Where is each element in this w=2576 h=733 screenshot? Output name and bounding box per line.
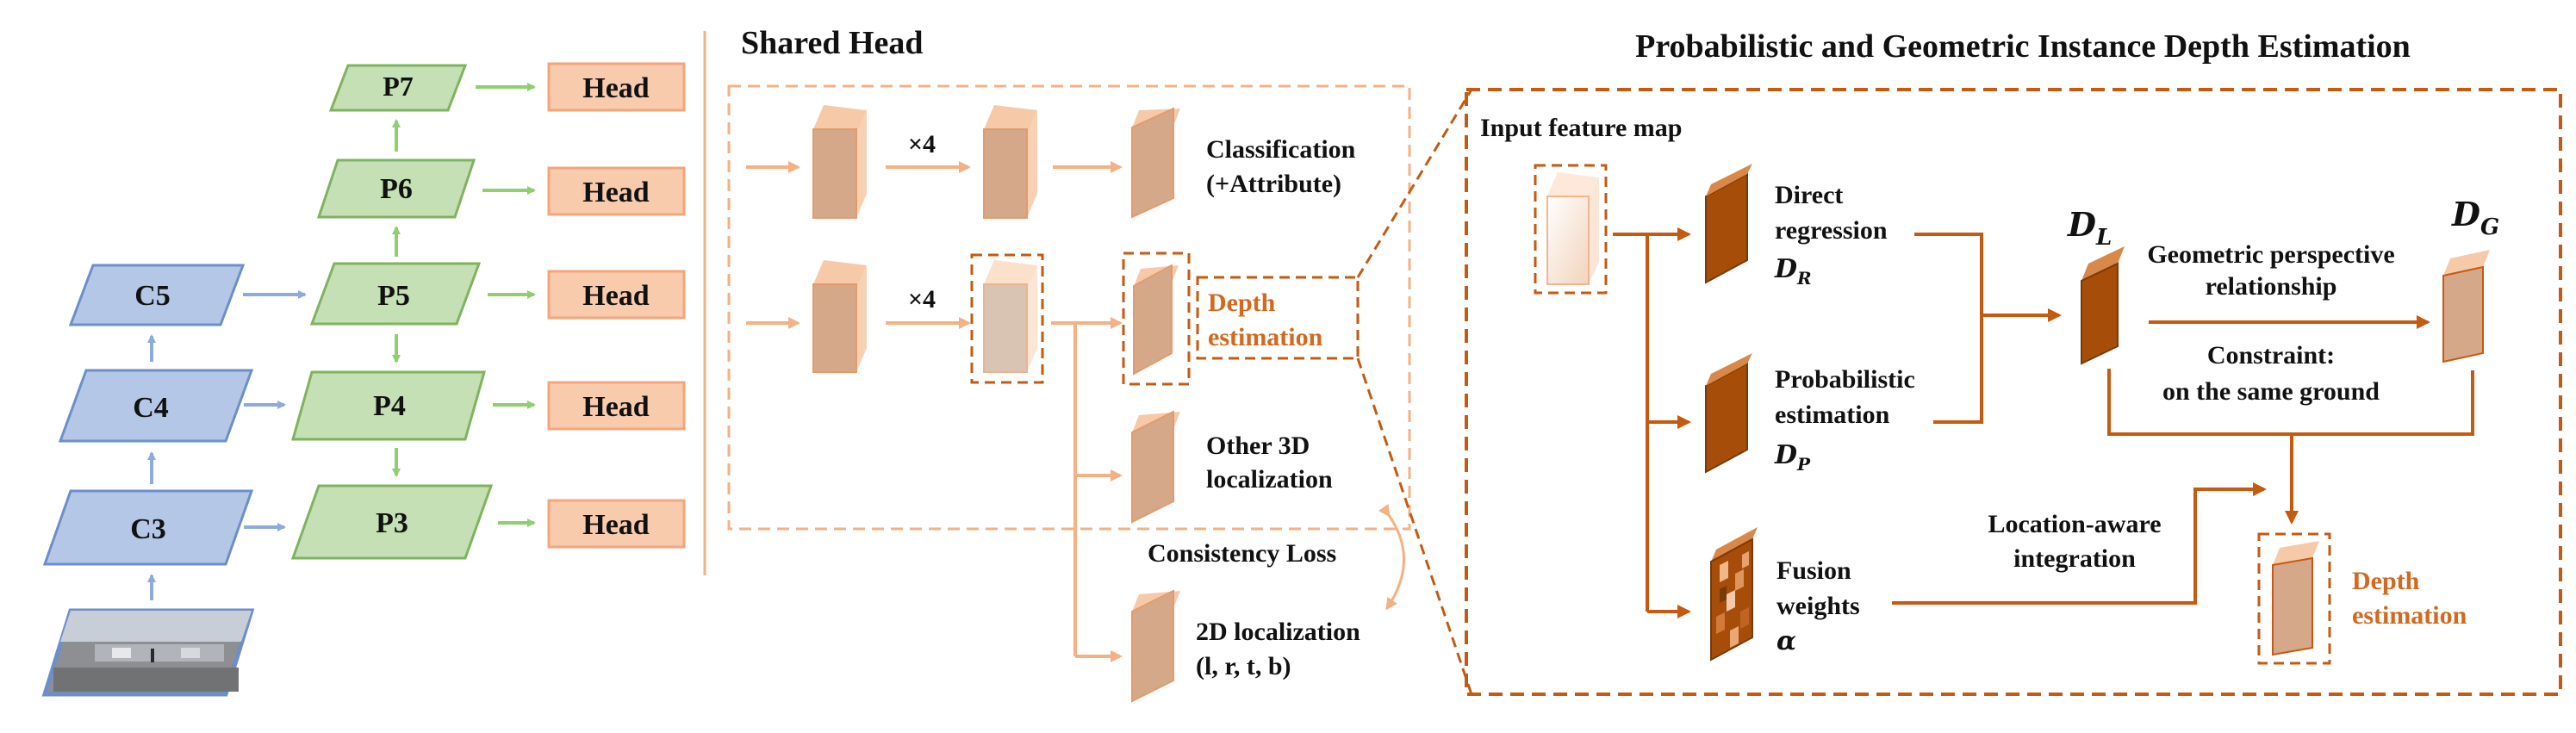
label-constraint-1: Constraint: [2207, 341, 2335, 370]
svg-text:P7: P7 [383, 71, 414, 102]
svg-text:P5: P5 [377, 280, 410, 312]
svg-text:C3: C3 [130, 513, 166, 545]
svg-text:Head: Head [582, 72, 650, 104]
c4-block: C4 [58, 369, 254, 443]
input-street-image [41, 608, 255, 697]
head-box-p3: Head [547, 499, 686, 549]
symbol-dr: DR [1774, 254, 1812, 289]
feature-map-other3d [1131, 410, 1180, 524]
feature-map-row1-a [812, 105, 867, 219]
c3-block: C3 [42, 489, 254, 566]
c5-block: C5 [68, 264, 246, 326]
head-box-p6: Head [547, 166, 686, 216]
label-consistency-loss: Consistency Loss [1148, 539, 1336, 568]
label-weights: weights [1776, 592, 1860, 620]
depth-panel-dashed-frame [1465, 88, 2562, 696]
feature-map-row2-a [812, 260, 867, 373]
connector-dp [1933, 315, 1983, 424]
zoom-line-bottom [1356, 357, 1473, 695]
label-other3d-2: localization [1206, 465, 1333, 494]
depth-panel-title: Probabilistic and Geometric Instance Dep… [1635, 28, 2411, 65]
label-2d-localization-2: (l, r, t, b) [1196, 652, 1291, 680]
svg-text:P4: P4 [373, 390, 406, 422]
svg-text:P6: P6 [380, 173, 413, 205]
feature-map-classification [1131, 107, 1180, 219]
label-depth-estimation-2: estimation [1208, 323, 1323, 351]
label-depth-estimation-1: Depth [1208, 289, 1276, 317]
feature-map-2d-localization [1131, 589, 1180, 703]
label-direct: Direct [1775, 181, 1843, 209]
dashed-box-depth-feature [1122, 252, 1191, 386]
label-2d-localization-1: 2D localization [1196, 618, 1360, 646]
label-output-depth: Depth [2352, 567, 2420, 595]
label-location-aware: Location-aware [1988, 510, 2161, 538]
feature-map-row2-b [983, 260, 1037, 373]
fusion-weights-map [1710, 527, 1758, 662]
head-box-p4: Head [547, 381, 686, 431]
feature-map-dg [2442, 250, 2490, 363]
feature-map-direct-regression [1705, 164, 1752, 284]
branch-trunk [1051, 321, 1077, 656]
head-box-p7: Head [547, 62, 686, 112]
dashed-box-shared-feature [970, 253, 1044, 384]
p6-block: P6 [316, 158, 476, 219]
feature-map-probabilistic [1705, 353, 1752, 474]
p4-block: P4 [291, 370, 486, 441]
svg-text:Head: Head [582, 509, 650, 541]
svg-text:P3: P3 [376, 507, 408, 539]
p3-block: P3 [290, 484, 494, 560]
arrow-fusion-to-output [1892, 482, 2267, 605]
p5-block: P5 [309, 262, 482, 326]
label-output-estimation: estimation [2352, 601, 2467, 630]
shared-head-dashed-frame [727, 84, 1411, 531]
times-four-row2: ×4 [908, 285, 936, 314]
label-classification: Classification [1206, 135, 1356, 164]
label-input-feature-map: Input feature map [1480, 114, 1682, 142]
symbol-dg: DG [2451, 195, 2499, 240]
connector-dr [1914, 233, 1983, 315]
dashed-box-output [2257, 532, 2331, 665]
dashed-box-input-feature [1534, 164, 1608, 295]
svg-text:Head: Head [582, 177, 650, 208]
label-geometric-2: relationship [2206, 272, 2337, 301]
symbol-dl: DL [2067, 205, 2112, 251]
svg-text:C4: C4 [133, 392, 169, 424]
shared-head-title: Shared Head [741, 25, 924, 61]
label-regression: regression [1775, 216, 1888, 245]
label-integration: integration [2013, 544, 2136, 573]
dashed-box-depth-label [1196, 276, 1360, 360]
feature-map-dl [2081, 246, 2125, 365]
feature-map-row1-b [983, 105, 1037, 219]
label-probabilistic: Probabilistic [1775, 365, 1915, 394]
feature-map-output [2272, 541, 2319, 656]
svg-text:Head: Head [582, 280, 650, 312]
label-estimation: estimation [1775, 401, 1890, 429]
svg-text:C5: C5 [134, 280, 171, 312]
consistency-loss-curve [1378, 503, 1405, 611]
label-geometric-1: Geometric perspective [2147, 240, 2394, 269]
times-four-row1: ×4 [908, 130, 936, 158]
zoom-line-top [1356, 89, 1473, 278]
label-fusion: Fusion [1776, 556, 1851, 585]
feature-map-depth [1133, 264, 1179, 376]
svg-text:Head: Head [582, 391, 650, 423]
label-constraint-2: on the same ground [2162, 377, 2380, 406]
head-box-p5: Head [547, 270, 686, 320]
label-attribute: (+Attribute) [1206, 170, 1341, 198]
p7-block: P7 [328, 64, 468, 112]
symbol-alpha: α [1776, 626, 1796, 656]
symbol-dp: DP [1774, 440, 1811, 475]
input-feature-map [1546, 172, 1599, 285]
label-other3d-1: Other 3D [1206, 432, 1310, 460]
